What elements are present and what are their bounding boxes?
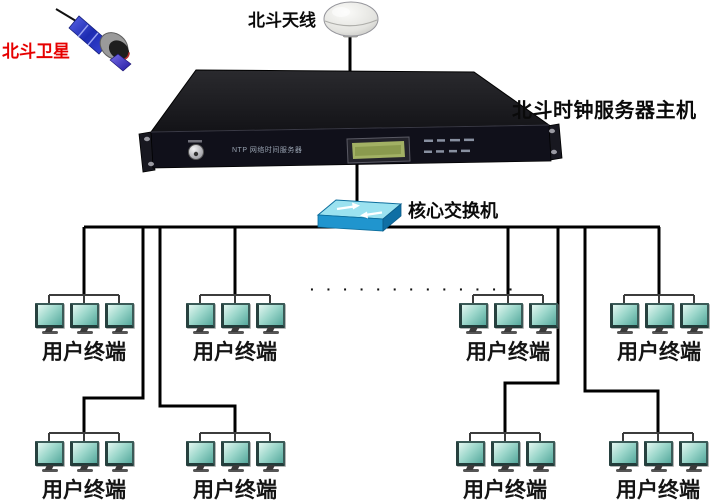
elbow-line: [503, 227, 560, 433]
monitor-icon: [610, 303, 639, 328]
terminal-group-label: 用户终端: [617, 341, 701, 364]
satellite-icon: [55, 8, 132, 72]
terminal-group: 用户终端: [603, 441, 711, 501]
monitor-icon: [494, 303, 523, 328]
monitor-icon: [221, 303, 250, 328]
monitor-icon: [186, 441, 215, 466]
continuation-dots: · · · · · · · · · · · · ·: [310, 281, 518, 297]
lcd-display: [346, 136, 411, 164]
monitor-icon: [70, 303, 99, 328]
monitor-icon: [644, 441, 673, 466]
terminal-group: 用户终端: [450, 441, 560, 501]
monitor-icon: [645, 303, 674, 328]
terminal-group: 用户终端: [180, 441, 290, 501]
monitor-icon: [35, 303, 64, 328]
led-indicator-marks: [424, 138, 474, 153]
monitor-icon: [679, 441, 708, 466]
monitor-icon: [105, 441, 134, 466]
monitor-icon: [186, 303, 215, 328]
monitor-icon: [609, 441, 638, 466]
monitor-icon: [256, 303, 285, 328]
elbow-line: [158, 227, 237, 433]
knob-caption-mark: [188, 140, 202, 143]
monitor-icon: [105, 303, 134, 328]
server-icon: [138, 69, 563, 173]
terminal-group-label: 用户终端: [616, 479, 700, 501]
elbow-line: [82, 227, 145, 433]
terminal-group-label: 用户终端: [193, 479, 277, 501]
terminal-group-label: 用户终端: [463, 479, 547, 501]
monitor-icon: [35, 441, 64, 466]
terminal-group: 用户终端: [453, 303, 563, 365]
elbow-line: [583, 227, 660, 433]
switch-icon: [316, 199, 403, 232]
monitor-icon: [526, 441, 555, 466]
switch-label: 核心交换机: [408, 201, 498, 221]
terminal-group-label: 用户终端: [466, 341, 550, 364]
terminal-group: 用户终端: [29, 303, 139, 365]
server-label: 北斗时钟服务器主机: [512, 100, 697, 122]
antenna-icon: [323, 1, 379, 38]
monitor-icon: [529, 303, 558, 328]
terminal-group: 用户终端: [29, 441, 139, 501]
antenna-label: 北斗天线: [248, 11, 316, 30]
terminal-group-label: 用户终端: [193, 341, 277, 364]
terminal-group-label: 用户终端: [42, 479, 126, 501]
satellite-label: 北斗卫星: [2, 42, 70, 61]
monitor-icon: [491, 441, 520, 466]
terminal-group-label: 用户终端: [42, 341, 126, 364]
server-panel-text: NTP 网络时间服务器: [232, 147, 303, 154]
monitor-icon: [70, 441, 99, 466]
monitor-icon: [456, 441, 485, 466]
monitor-icon: [459, 303, 488, 328]
terminal-group: 用户终端: [180, 303, 290, 365]
group-brackets: [48, 294, 695, 443]
monitor-icon: [221, 441, 250, 466]
switch-arrows-icon: [336, 202, 383, 219]
terminal-group: 用户终端: [604, 303, 711, 365]
monitor-icon: [680, 303, 709, 328]
monitor-icon: [256, 441, 285, 466]
